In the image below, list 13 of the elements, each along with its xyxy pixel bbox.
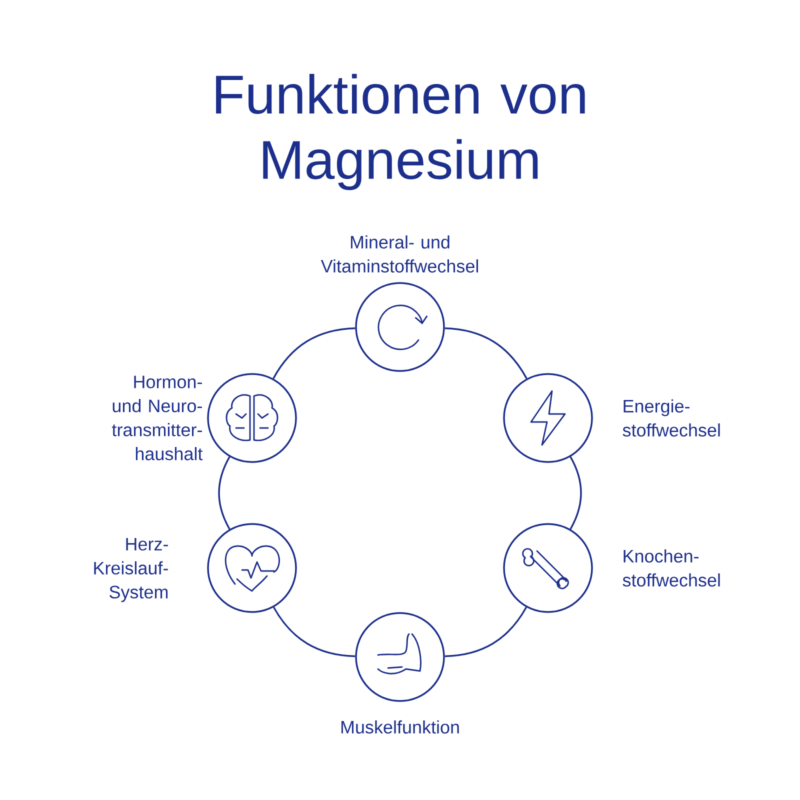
connector-arc xyxy=(570,456,582,530)
connector-arc xyxy=(273,606,356,658)
title: Funktionen von Magnesium xyxy=(216,74,585,190)
node-label: Knochen- stoffwechsel xyxy=(622,549,720,587)
node-label: Mineral- und Vitaminstoffwechsel xyxy=(320,235,478,273)
node-label: Herz- Kreislauf- System xyxy=(94,538,168,602)
connector-arc xyxy=(444,606,527,658)
node-label: Hormon- und Neuro- transmitter- haushalt xyxy=(112,376,203,460)
node-label: Muskelfunktion xyxy=(341,720,459,734)
connector-arc xyxy=(444,327,528,379)
connector-arc xyxy=(218,456,230,530)
connector-arc xyxy=(272,327,356,379)
node-label: Energie- stoffwechsel xyxy=(622,399,720,437)
